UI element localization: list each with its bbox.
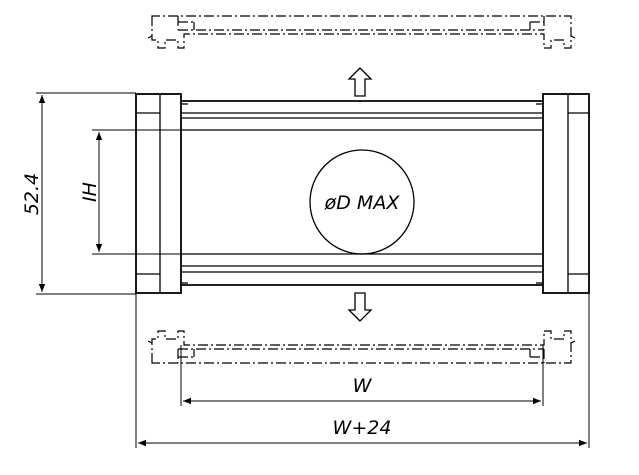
- diameter-label: øD MAX: [324, 192, 401, 214]
- height-label: 52.4: [21, 173, 43, 215]
- overall-width-dimension: W+24: [135, 294, 590, 448]
- bottom-cover-part: [147, 330, 576, 364]
- inner-height-label: IH: [79, 182, 101, 202]
- arrow-down-icon: [347, 292, 373, 322]
- width-dimension: W: [180, 345, 544, 406]
- arrow-up-icon: [347, 67, 373, 97]
- right-side-link: [536, 93, 590, 294]
- inner-height-dimension: IH: [79, 129, 181, 255]
- height-dimension: 52.4: [21, 92, 136, 295]
- width-label: W: [353, 375, 373, 397]
- top-crossbar: [181, 100, 543, 131]
- top-cover-part: [147, 15, 576, 49]
- left-side-link: [135, 93, 188, 294]
- cable-circle: [309, 149, 415, 255]
- bottom-crossbar: [181, 253, 543, 286]
- overall-width-label: W+24: [333, 417, 392, 439]
